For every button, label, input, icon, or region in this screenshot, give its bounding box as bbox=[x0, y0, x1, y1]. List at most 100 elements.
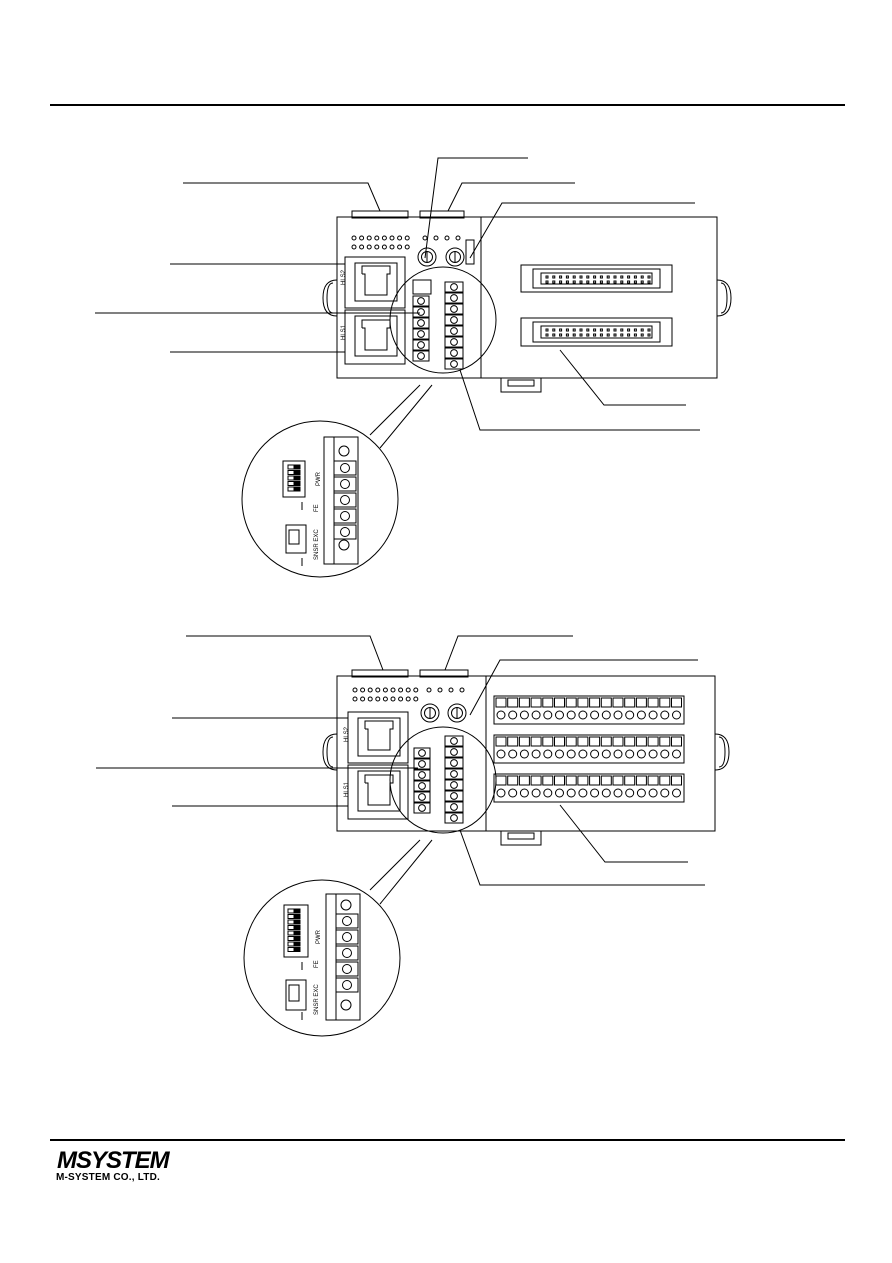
terminal-lever bbox=[659, 775, 671, 786]
terminal-hole bbox=[531, 788, 541, 798]
terminal-lever bbox=[554, 775, 565, 786]
lower-zoom-label-fe: FE bbox=[314, 960, 320, 968]
terminal-lever bbox=[647, 736, 659, 747]
terminal-hole bbox=[543, 749, 553, 759]
terminal-slot bbox=[412, 295, 430, 307]
connector-pin bbox=[647, 328, 651, 332]
lower-port-hls2 bbox=[347, 711, 409, 764]
led-dot bbox=[390, 687, 396, 693]
dip-switch bbox=[287, 908, 301, 914]
terminal-lever bbox=[507, 775, 519, 786]
terminal-screw bbox=[450, 748, 458, 756]
connector-pin bbox=[559, 275, 563, 279]
terminal-lever bbox=[495, 736, 507, 747]
terminal-slot bbox=[413, 747, 431, 759]
terminal-lever bbox=[530, 736, 542, 747]
led-dot bbox=[444, 235, 450, 241]
connector-pin bbox=[565, 328, 569, 332]
terminal-lever bbox=[530, 775, 542, 786]
upper-din-clip-right bbox=[716, 279, 732, 317]
terminal-lever bbox=[542, 736, 554, 747]
connector-pin bbox=[572, 328, 576, 332]
led-dot bbox=[389, 244, 395, 250]
led-dot bbox=[397, 235, 403, 241]
led-dot bbox=[374, 235, 380, 241]
connector-pin bbox=[545, 275, 549, 279]
dip-switch bbox=[287, 936, 301, 941]
terminal-hole bbox=[519, 749, 529, 759]
dip-switch bbox=[287, 914, 301, 919]
terminal-hole bbox=[555, 710, 564, 720]
terminal-hole bbox=[601, 710, 611, 720]
terminal-screw bbox=[450, 294, 458, 302]
terminal-slot bbox=[444, 812, 464, 824]
terminal-slot-big bbox=[333, 460, 357, 476]
terminal-hole bbox=[636, 749, 646, 759]
terminal-slot-big bbox=[333, 492, 357, 508]
dip-switch bbox=[287, 930, 301, 936]
terminal-hole bbox=[613, 749, 623, 759]
terminal-slot bbox=[412, 306, 430, 318]
terminal-slot-big bbox=[335, 977, 359, 993]
terminal-screw-big bbox=[342, 948, 352, 958]
terminal-screw bbox=[417, 308, 425, 316]
upper-leader-lines bbox=[95, 157, 700, 449]
upper-rotary-switch-1 bbox=[417, 247, 437, 267]
terminal-slot bbox=[413, 780, 431, 792]
terminal-slot bbox=[444, 325, 464, 337]
terminal-hole bbox=[566, 710, 576, 720]
logo-text: MSYSTEM bbox=[57, 1147, 171, 1172]
connector-pin bbox=[613, 328, 617, 332]
terminal-block-row bbox=[493, 734, 685, 764]
upper-device-body bbox=[336, 216, 718, 379]
terminal-lever bbox=[624, 697, 636, 708]
lower-leader-lines bbox=[96, 635, 705, 905]
led-dot bbox=[375, 687, 381, 693]
terminal-lever bbox=[635, 775, 647, 786]
led-dot bbox=[382, 687, 388, 693]
upper-rotary-switch-2 bbox=[445, 247, 465, 267]
terminal-lever bbox=[612, 736, 624, 747]
led-dot bbox=[366, 235, 372, 241]
terminal-lever bbox=[495, 775, 507, 786]
terminal-screw bbox=[417, 330, 425, 338]
terminal-slot bbox=[412, 350, 430, 362]
terminal-slot bbox=[444, 735, 464, 747]
terminal-screw bbox=[418, 793, 426, 801]
connector-pin bbox=[599, 280, 603, 284]
connector-pin bbox=[640, 333, 644, 337]
terminal-slot bbox=[412, 328, 430, 340]
terminal-screw bbox=[450, 327, 458, 335]
terminal-lever bbox=[589, 697, 601, 708]
terminal-hole bbox=[578, 710, 588, 720]
connector-pin bbox=[552, 333, 556, 337]
terminal-slot-big bbox=[335, 913, 359, 929]
terminal-screw bbox=[450, 316, 458, 324]
led-dot bbox=[404, 244, 410, 250]
terminal-slot bbox=[413, 758, 431, 770]
terminal-hole bbox=[590, 749, 600, 759]
led-dot bbox=[405, 696, 411, 702]
terminal-lever bbox=[577, 697, 589, 708]
dip-knob bbox=[293, 476, 300, 480]
connector-pin bbox=[613, 333, 617, 337]
connector-pin bbox=[599, 275, 603, 279]
connector-pin bbox=[552, 328, 556, 332]
connector-pin bbox=[586, 333, 590, 337]
connector-pin bbox=[559, 328, 563, 332]
upper-port-label-hls2: HLS2 bbox=[341, 269, 347, 285]
terminal-slot bbox=[444, 292, 464, 304]
upper-zoom-label-sink: SNSR EXC bbox=[314, 529, 320, 560]
terminal-screw-big bbox=[342, 980, 352, 990]
terminal-lever bbox=[600, 697, 612, 708]
terminal-hole bbox=[555, 749, 564, 759]
led-dot bbox=[382, 696, 388, 702]
terminal-lever bbox=[647, 775, 659, 786]
upper-zoom-label-pwr: PWR bbox=[316, 471, 322, 486]
terminal-hole bbox=[578, 788, 588, 798]
connector-pin bbox=[606, 333, 610, 337]
led-dot bbox=[426, 687, 432, 693]
upper-connector-top bbox=[520, 264, 673, 293]
led-dot bbox=[375, 696, 381, 702]
terminal-hole bbox=[496, 710, 506, 720]
